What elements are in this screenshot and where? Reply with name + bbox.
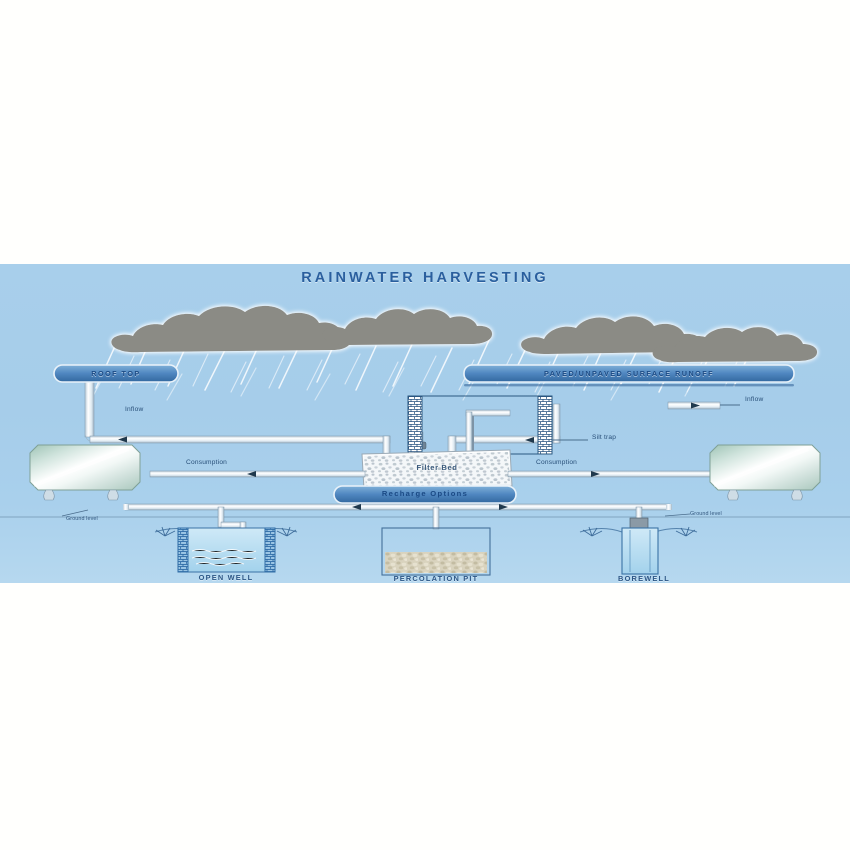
page-title: RAINWATER HARVESTING — [301, 270, 549, 286]
storage-tank-left — [29, 444, 141, 501]
roof-top-label: ROOF TOP — [91, 369, 141, 378]
silt-trap-inflow-pipe — [667, 401, 721, 410]
filter-bed-unit — [361, 449, 513, 491]
drop-leg-percolation — [432, 506, 440, 530]
recharge-options-label: Recharge Options — [381, 489, 469, 498]
percolation-pit-label: PERCOLATION PIT — [393, 574, 479, 583]
flow-arrow-right-inflow — [691, 402, 700, 409]
rain-cloud-group — [111, 305, 818, 363]
flow-arrow-manifold-right — [499, 504, 508, 510]
paved-surface-pill — [463, 364, 795, 387]
silt-trap-chamber — [407, 395, 740, 455]
ground-level-leader-right — [664, 513, 691, 517]
flow-arrow-consumption-left — [247, 471, 256, 477]
roof-top-pill — [53, 364, 179, 383]
paved-surface-label: PAVED/UNPAVED SURFACE RUNOFF — [543, 369, 715, 378]
consumption-pipe-left — [149, 470, 366, 478]
silt-trap-label: Silt trap — [592, 434, 617, 441]
consumption-left-label: Consumption — [186, 459, 228, 466]
flow-arrow-manifold-left — [352, 504, 361, 510]
recharge-options-pill — [333, 485, 517, 504]
roof-to-filter-pipe — [89, 435, 391, 444]
borewell-label: BOREWELL — [618, 574, 670, 583]
inflow-left-label: Inflow — [125, 406, 144, 413]
storage-tank-right — [709, 444, 821, 501]
borewell-vegetation — [582, 526, 696, 537]
ground-level-left-label: Ground level — [66, 516, 98, 522]
open-well-structure — [154, 526, 298, 573]
consumption-pipe-right — [507, 470, 715, 478]
borewell-structure — [579, 517, 698, 575]
consumption-right-label: Consumption — [536, 459, 578, 466]
ground-level-right-label: Ground level — [690, 511, 722, 517]
flow-arrow-consumption-right — [591, 471, 600, 477]
open-well-label: OPEN WELL — [198, 573, 254, 582]
diagram-artwork — [0, 305, 850, 576]
rainwater-harvesting-panel: RAINWATER HARVESTING ROOF TOP PAVED/UNPA… — [0, 264, 850, 583]
filter-bed-label: Filter Bed — [416, 463, 458, 472]
flow-arrow-silt-trap — [525, 437, 534, 443]
well-vegetation — [155, 526, 297, 537]
ground-level-leader-left — [61, 509, 89, 517]
well-water-ripples — [191, 549, 257, 566]
percolation-pit-structure — [381, 527, 491, 576]
inflow-right-label: Inflow — [745, 396, 764, 403]
flow-arrow-left-inflow — [118, 436, 127, 443]
